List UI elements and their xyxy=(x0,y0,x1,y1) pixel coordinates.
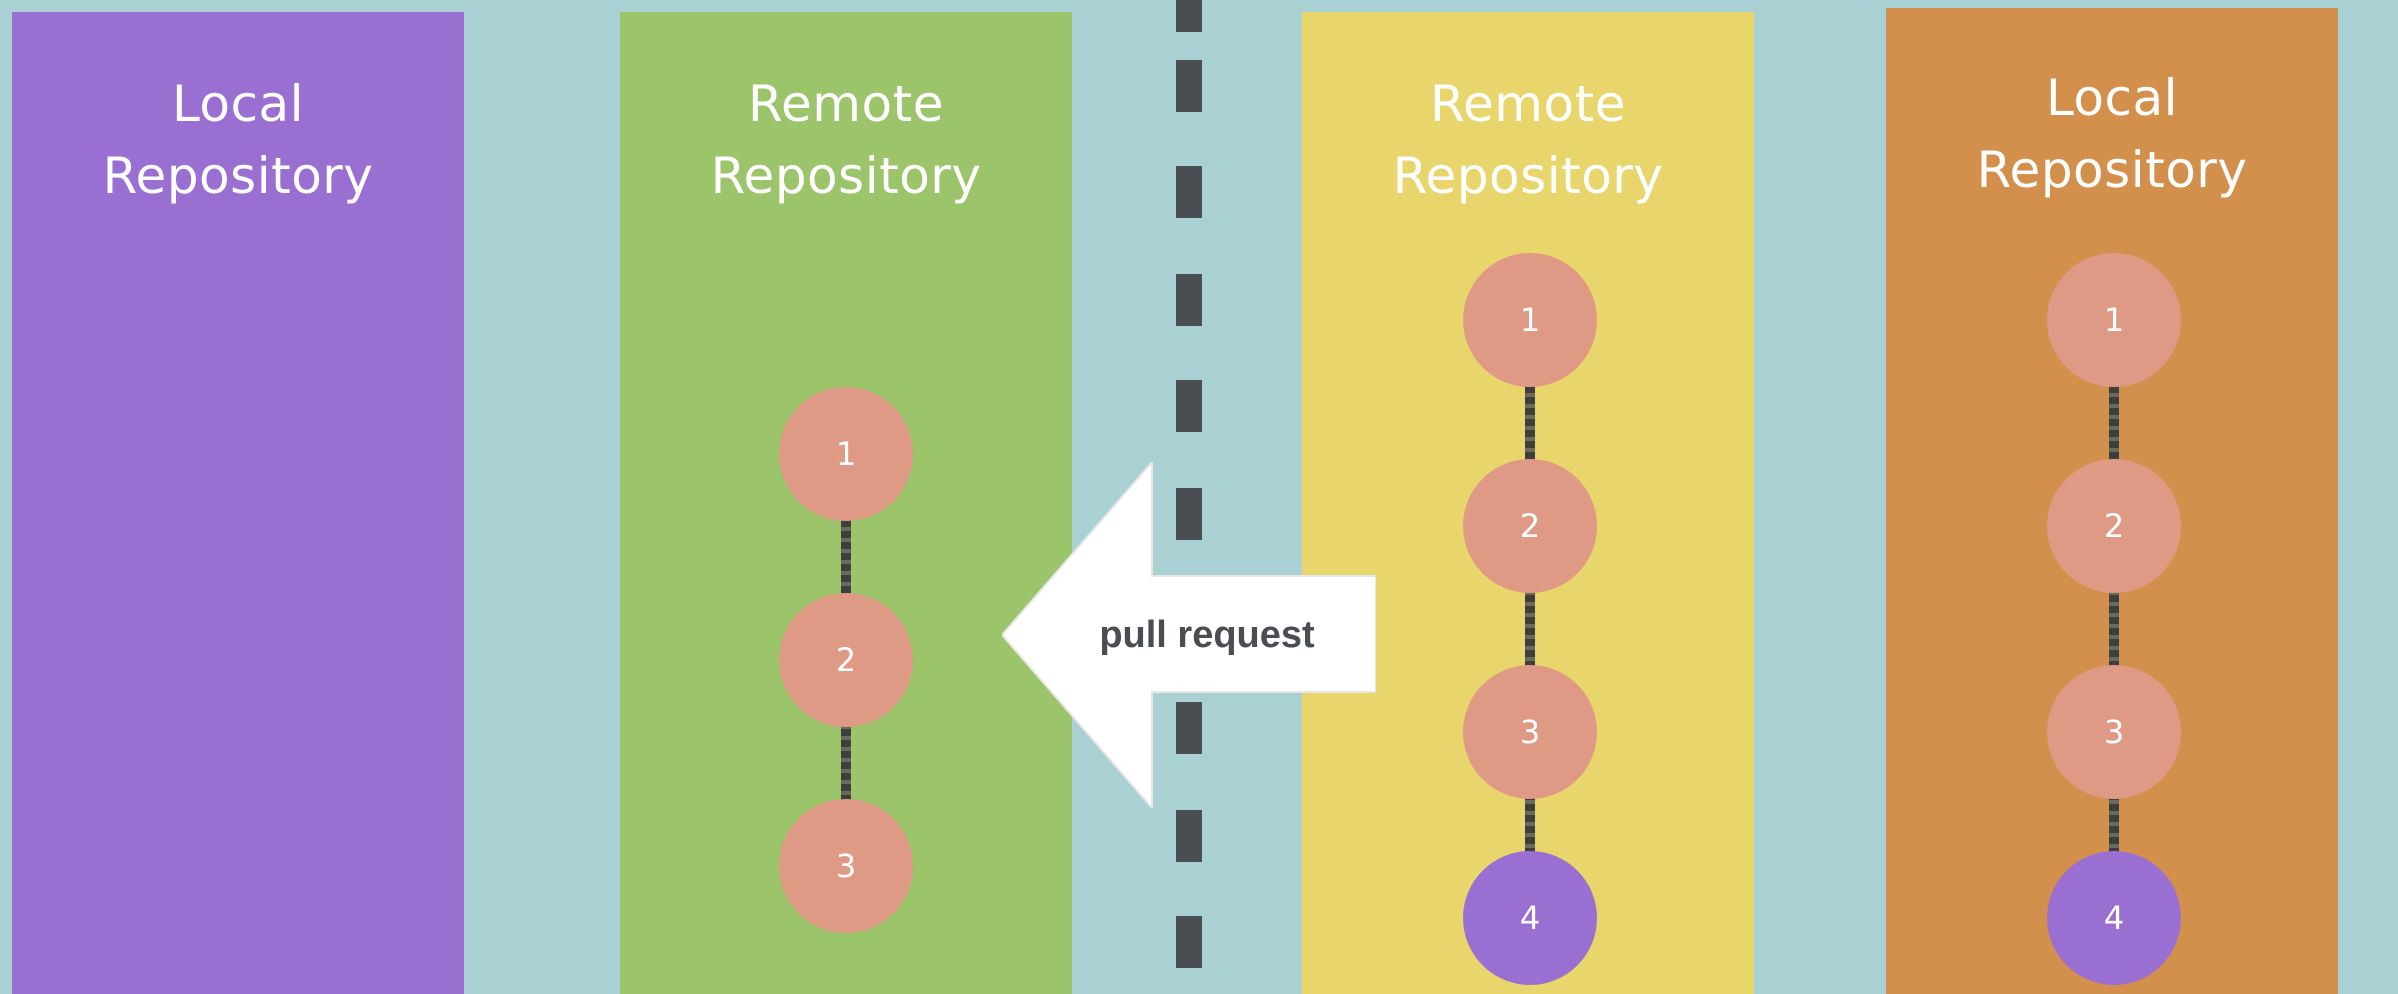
title-line-1: Remote xyxy=(1430,75,1626,133)
divider-dash xyxy=(1176,488,1202,540)
divider-dash xyxy=(1176,702,1202,754)
divider-dash xyxy=(1176,810,1202,862)
title-line-2: Repository xyxy=(102,147,374,205)
commit-label: 2 xyxy=(1519,507,1541,545)
local-repository-left-title: Local Repository xyxy=(12,68,464,212)
commit-connector xyxy=(1525,320,1535,918)
commit-label: 3 xyxy=(1519,713,1541,751)
title-line-1: Local xyxy=(2045,69,2179,127)
commit-label: 4 xyxy=(1519,899,1541,937)
commit-label: 1 xyxy=(1519,301,1541,339)
commit-node: 1 xyxy=(779,387,913,521)
divider-dash xyxy=(1176,274,1202,326)
commit-node: 3 xyxy=(779,799,913,933)
commit-node: 4 xyxy=(2047,851,2181,985)
commit-label: 1 xyxy=(2103,301,2125,339)
title-line-1: Local xyxy=(171,75,305,133)
commit-label: 4 xyxy=(2103,899,2125,937)
commit-connector xyxy=(2109,320,2119,918)
remote-repository-left-panel: Remote Repository 1 2 3 xyxy=(620,12,1072,994)
commit-node: 1 xyxy=(2047,253,2181,387)
commit-node: 1 xyxy=(1463,253,1597,387)
remote-repository-right-title: Remote Repository xyxy=(1302,68,1754,212)
local-repository-right-panel: Local Repository 1 2 3 4 xyxy=(1886,8,2338,994)
commit-node: 2 xyxy=(779,593,913,727)
local-repository-right-title: Local Repository xyxy=(1886,62,2338,206)
commit-node: 2 xyxy=(2047,459,2181,593)
title-line-1: Remote xyxy=(748,75,944,133)
commit-label: 3 xyxy=(2103,713,2125,751)
divider-dash xyxy=(1176,916,1202,968)
commit-label: 2 xyxy=(835,641,857,679)
commit-node: 2 xyxy=(1463,459,1597,593)
commit-label: 2 xyxy=(2103,507,2125,545)
title-line-2: Repository xyxy=(710,147,982,205)
commit-node: 3 xyxy=(2047,665,2181,799)
commit-node: 4 xyxy=(1463,851,1597,985)
remote-repository-left-title: Remote Repository xyxy=(620,68,1072,212)
commit-label: 3 xyxy=(835,847,857,885)
commit-label: 1 xyxy=(835,435,857,473)
divider-dash xyxy=(1176,380,1202,432)
title-line-2: Repository xyxy=(1392,147,1664,205)
commit-node: 3 xyxy=(1463,665,1597,799)
pull-request-arrow-icon xyxy=(1002,462,1376,808)
divider-dash xyxy=(1176,166,1202,218)
divider-dash xyxy=(1176,60,1202,112)
title-line-2: Repository xyxy=(1976,141,2248,199)
divider-dash xyxy=(1176,0,1202,32)
remote-repository-right-panel: Remote Repository 1 2 3 4 xyxy=(1302,12,1754,994)
pull-request-label: pull request xyxy=(1099,614,1315,656)
local-repository-left-panel: Local Repository xyxy=(12,12,464,994)
